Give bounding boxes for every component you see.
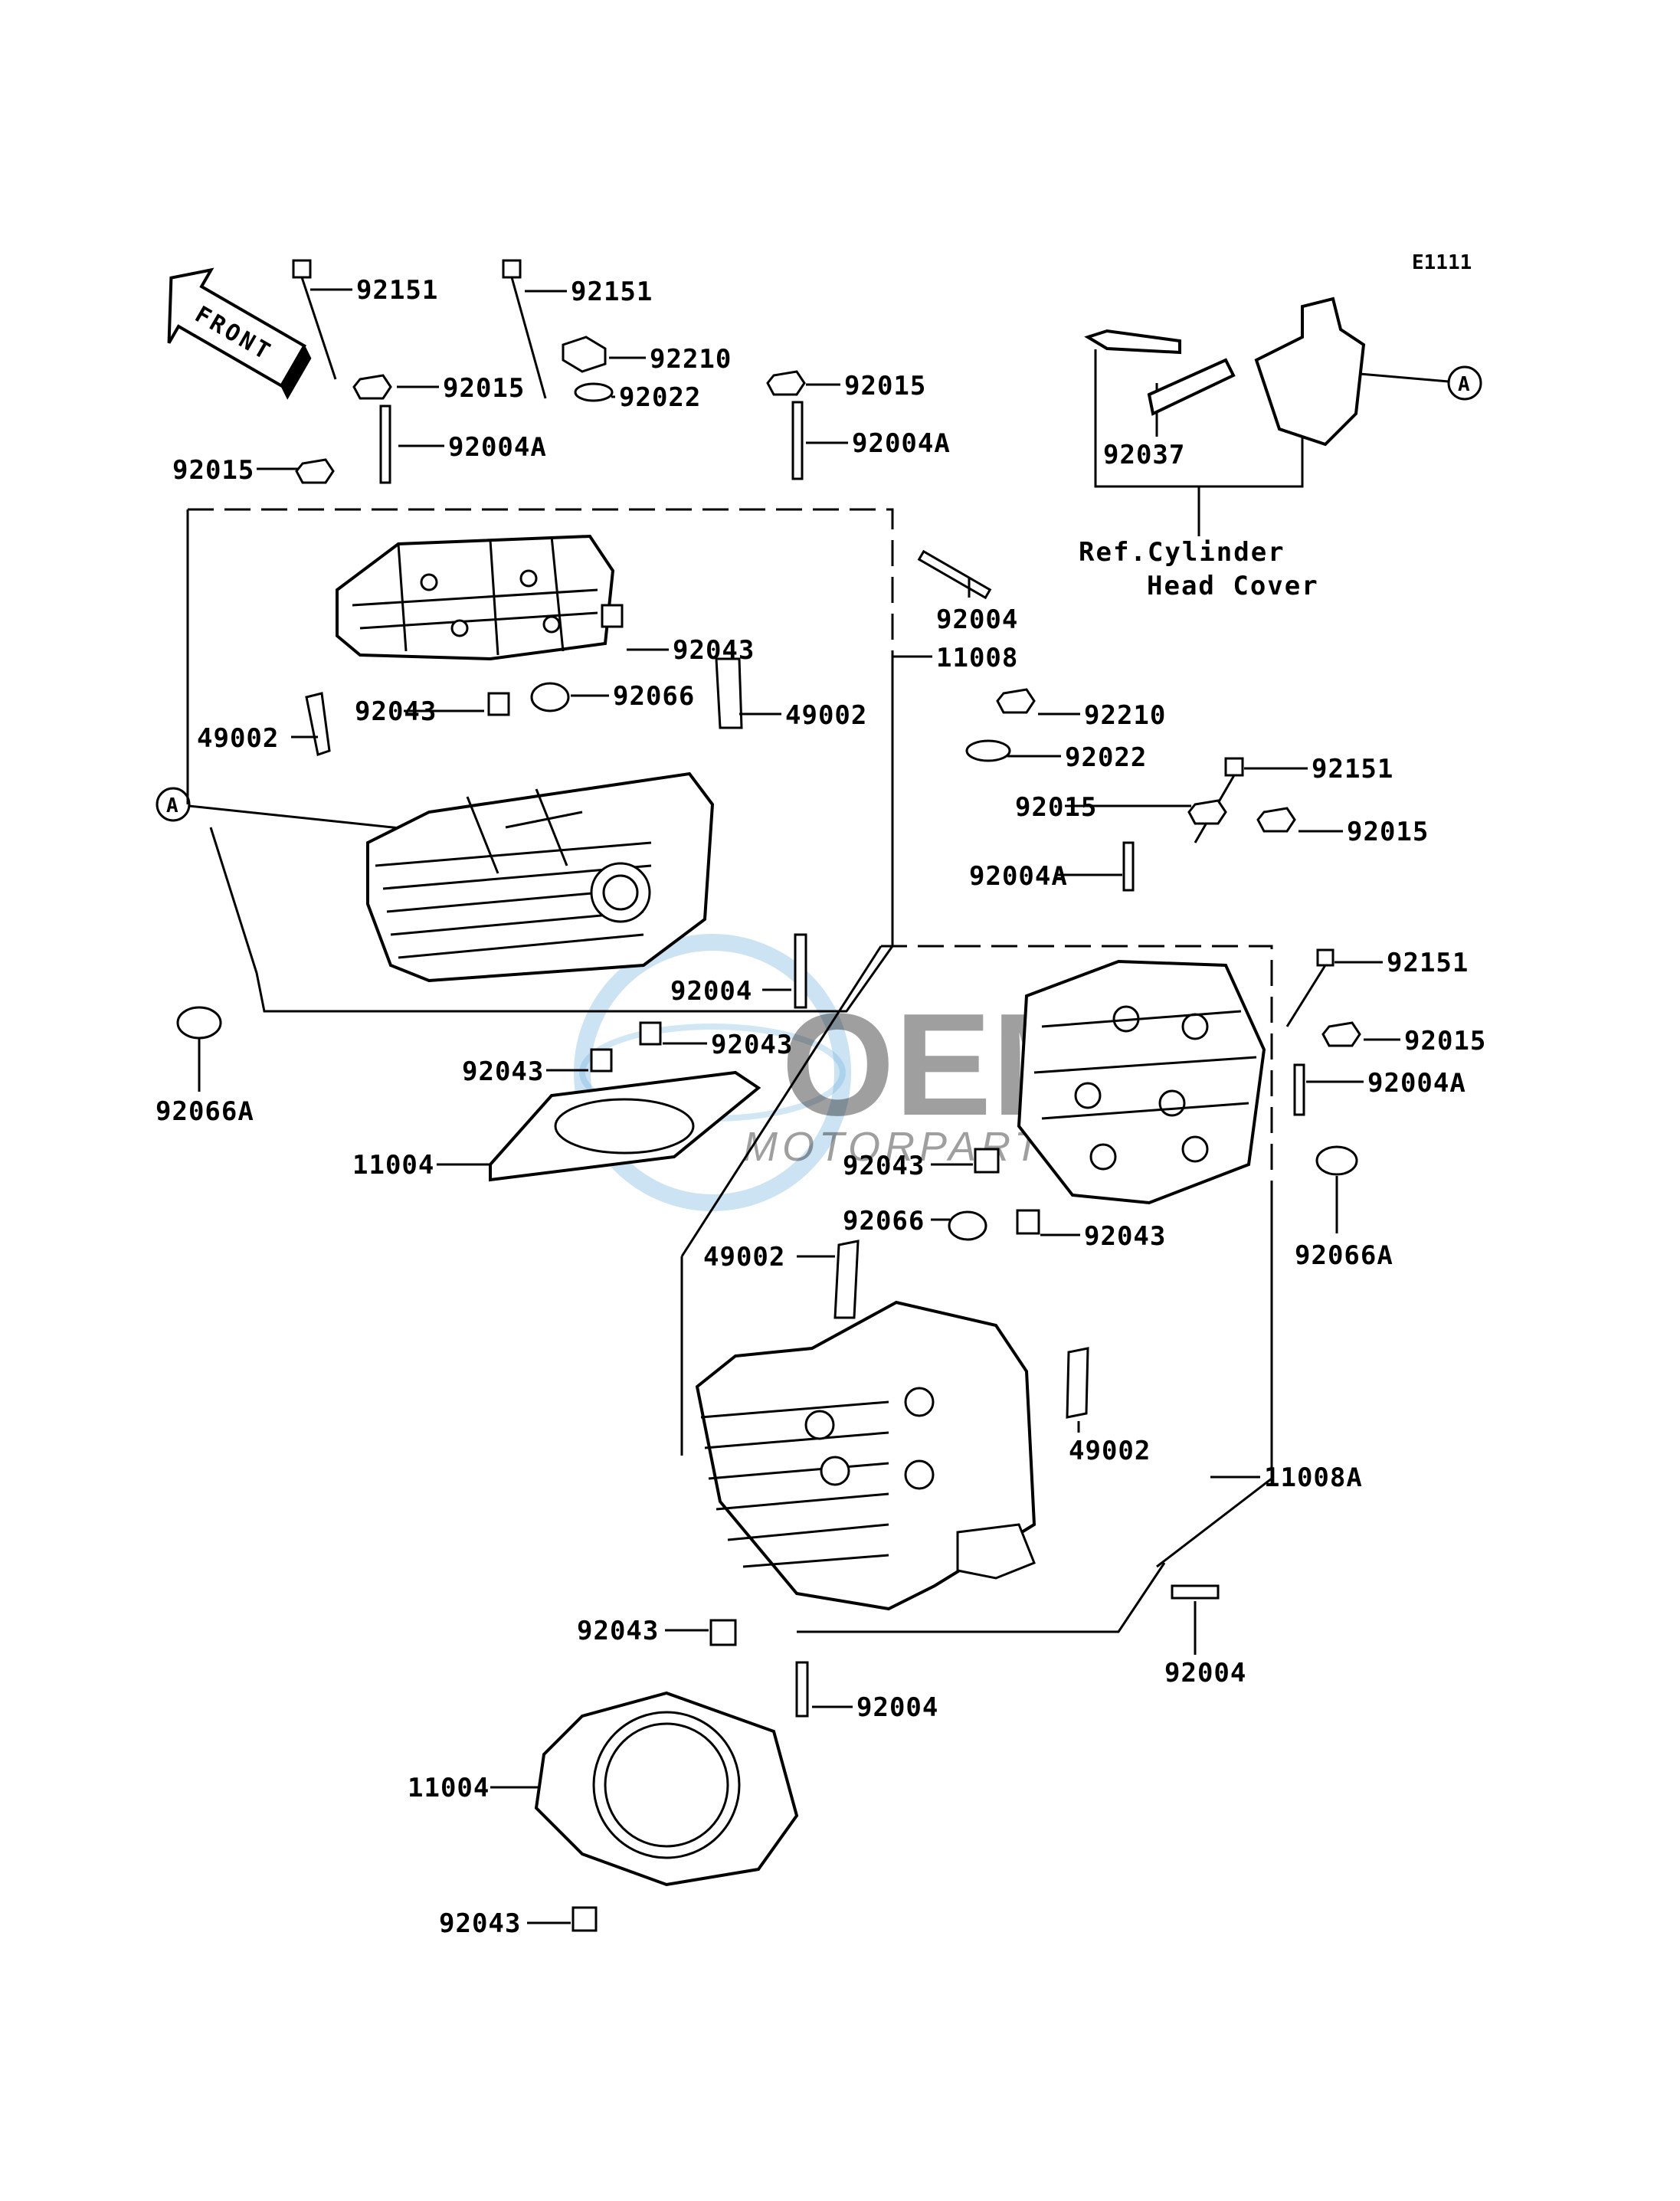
part-number-label: 49002 xyxy=(785,700,867,731)
part-number-label: 11004 xyxy=(352,1150,434,1181)
upper-rocker-block xyxy=(336,534,615,661)
part-number-label: 92043 xyxy=(355,696,437,727)
part-number-label: 92004A xyxy=(448,432,547,463)
part-number-label: 92015 xyxy=(172,455,254,486)
part-number-label: 92015 xyxy=(1404,1026,1486,1056)
part-number-label: 92022 xyxy=(619,382,701,413)
svg-text:A: A xyxy=(1458,373,1470,396)
diagram-code: E1111 xyxy=(1412,251,1472,274)
part-number-label: 92004 xyxy=(670,976,752,1007)
part-number-label: 92043 xyxy=(577,1616,659,1646)
part-number-label: 92210 xyxy=(1084,700,1166,731)
cylinder-head-upper xyxy=(366,771,715,983)
upper-head-frame xyxy=(186,508,894,1013)
part-number-label: 92043 xyxy=(439,1908,521,1939)
part-number-label: 92004A xyxy=(1367,1068,1466,1099)
part-number-label: 92015 xyxy=(1015,792,1097,823)
head-gasket-lower xyxy=(534,1691,799,1887)
part-number-label: 92151 xyxy=(1387,948,1469,978)
lower-rocker-block xyxy=(1017,959,1266,1205)
part-number-label: 11004 xyxy=(408,1773,490,1803)
part-number-label: 49002 xyxy=(703,1242,785,1272)
reference-note-line-1: Ref.Cylinder xyxy=(1079,537,1285,568)
part-number-label: 92151 xyxy=(356,275,438,306)
watermark-subtext: MOTORPARTS xyxy=(743,1124,1076,1170)
part-number-label: 92004 xyxy=(936,604,1018,635)
part-number-label: 92004A xyxy=(969,861,1068,892)
part-number-label: 92015 xyxy=(1347,817,1429,847)
part-number-label: 92066A xyxy=(1295,1240,1393,1271)
part-number-label: 92015 xyxy=(443,373,525,404)
part-number-label: 92043 xyxy=(711,1030,793,1060)
part-number-label: 49002 xyxy=(1069,1436,1151,1466)
head-gasket-upper xyxy=(489,1070,761,1182)
cylinder-head-lower xyxy=(695,1300,1036,1611)
part-number-label: 92066A xyxy=(156,1096,254,1127)
svg-text:A: A xyxy=(166,794,178,817)
part-number-label: 92043 xyxy=(1084,1221,1166,1252)
callout-a-left: A xyxy=(156,787,430,833)
part-number-label: 92043 xyxy=(673,635,755,666)
part-number-label: 11008A xyxy=(1264,1462,1363,1493)
part-number-label: 11008 xyxy=(936,643,1018,673)
part-number-label: 92210 xyxy=(650,344,732,375)
reference-note-line-2: Head Cover xyxy=(1147,571,1319,601)
part-number-label: 92043 xyxy=(462,1056,544,1087)
part-number-label: 92066 xyxy=(843,1206,925,1236)
part-number-label: 92015 xyxy=(844,371,926,401)
lower-head-frame xyxy=(680,945,1273,1633)
part-number-label: 92004 xyxy=(1164,1658,1246,1688)
part-number-label: 92004A xyxy=(852,428,951,459)
part-number-label: 92043 xyxy=(843,1151,925,1181)
fasteners xyxy=(176,259,1361,1932)
part-number-label: 49002 xyxy=(197,723,279,754)
head-cover-parts xyxy=(1084,296,1366,447)
part-number-label: 92066 xyxy=(613,681,695,712)
part-number-label: 92151 xyxy=(571,277,653,307)
part-number-label: 92022 xyxy=(1065,742,1147,773)
reference-note: Ref.Cylinder Head Cover xyxy=(1079,349,1319,601)
part-number-label: 92037 xyxy=(1103,440,1185,470)
part-number-label: 92151 xyxy=(1312,754,1393,784)
part-number-label: 92004 xyxy=(856,1692,938,1723)
